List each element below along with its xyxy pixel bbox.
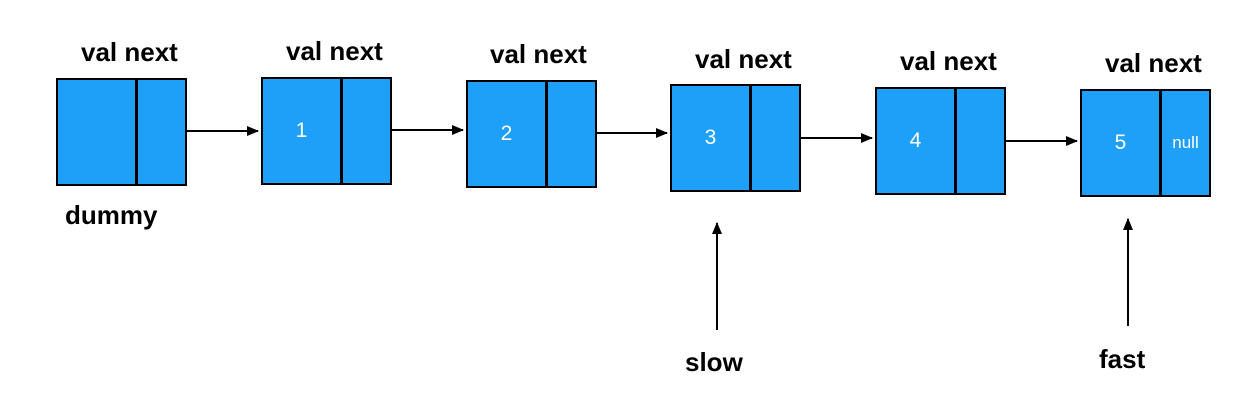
node-val-cell: 1 (261, 77, 342, 185)
node-header-5: val next (1105, 48, 1202, 78)
node-val-cell: 5 (1080, 89, 1161, 197)
node-header-0: val next (81, 37, 178, 67)
node-header-3: val next (695, 44, 792, 74)
node-next-cell (546, 80, 597, 188)
node-val-cell: 3 (670, 84, 751, 192)
node-next-cell (955, 87, 1006, 195)
dummy-label: dummy (65, 200, 158, 230)
list-node-2: 2 (466, 80, 597, 188)
list-node-5: 5 null (1080, 89, 1211, 197)
node-next-cell: null (1160, 89, 1211, 197)
list-node-3: 3 (670, 84, 801, 192)
list-node-4: 4 (875, 87, 1006, 195)
node-next-cell (341, 77, 392, 185)
node-header-1: val next (286, 36, 383, 66)
node-header-2: val next (490, 39, 587, 69)
slow-pointer-label: slow (685, 347, 743, 377)
list-node-dummy (56, 78, 187, 186)
fast-pointer-label: fast (1099, 344, 1146, 374)
node-header-4: val next (900, 46, 997, 76)
node-val-cell (56, 78, 137, 186)
list-node-1: 1 (261, 77, 392, 185)
node-val-cell: 2 (466, 80, 547, 188)
node-next-cell (750, 84, 801, 192)
node-val-cell: 4 (875, 87, 956, 195)
node-next-cell (136, 78, 187, 186)
